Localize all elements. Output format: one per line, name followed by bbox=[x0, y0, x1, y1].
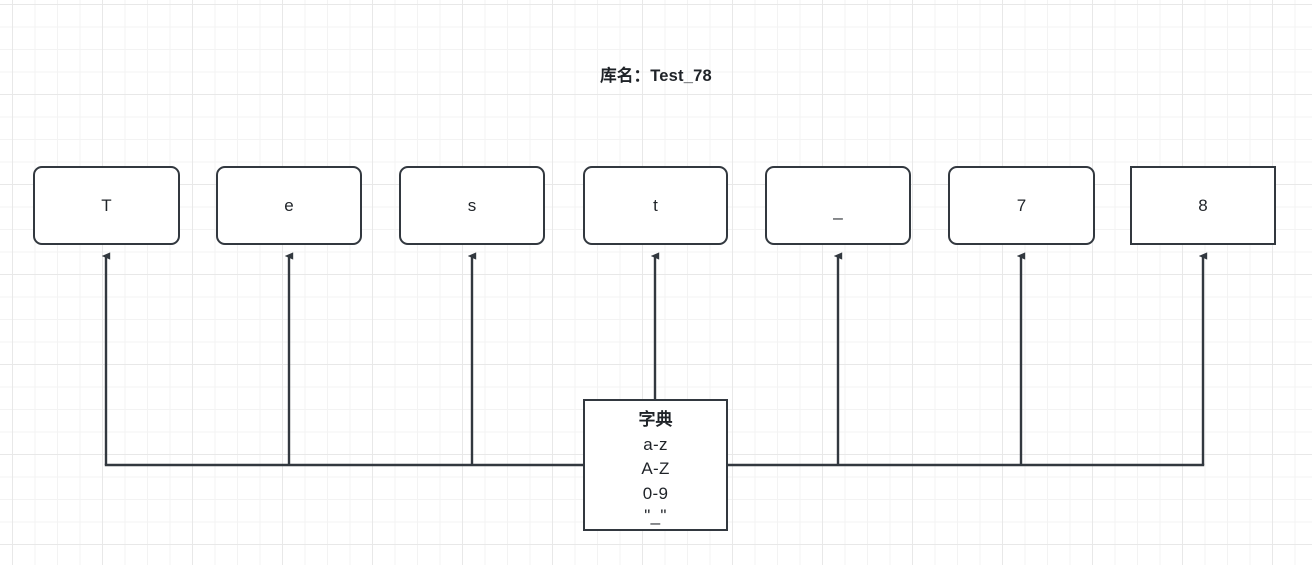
char-box-label: s bbox=[467, 196, 477, 215]
char-box-label: 7 bbox=[1016, 196, 1027, 215]
char-box-label: t bbox=[653, 196, 658, 215]
char-box-2[interactable]: s bbox=[399, 166, 545, 245]
dictionary-rule-uppercase: A-Z bbox=[641, 459, 670, 479]
char-box-label: _ bbox=[833, 201, 843, 220]
char-box-5[interactable]: 7 bbox=[948, 166, 1095, 245]
char-box-6[interactable]: 8 bbox=[1130, 166, 1276, 245]
char-box-4[interactable]: _ bbox=[765, 166, 911, 245]
dictionary-title: 字典 bbox=[638, 410, 673, 429]
char-box-label: 8 bbox=[1198, 196, 1208, 215]
dictionary-rule-lowercase: a-z bbox=[643, 434, 668, 454]
page-title: 库名：Test_78 bbox=[600, 67, 712, 85]
char-box-0[interactable]: T bbox=[33, 166, 180, 245]
dictionary-rule-digits: 0-9 bbox=[642, 483, 669, 503]
dictionary-rule-underscore: "_" bbox=[644, 505, 667, 525]
dictionary-box[interactable]: 字典 a-z A-Z 0-9 "_" bbox=[583, 399, 728, 531]
char-box-label: e bbox=[284, 196, 294, 215]
char-box-label: T bbox=[101, 196, 112, 215]
char-box-1[interactable]: e bbox=[216, 166, 362, 245]
char-box-3[interactable]: t bbox=[583, 166, 728, 245]
